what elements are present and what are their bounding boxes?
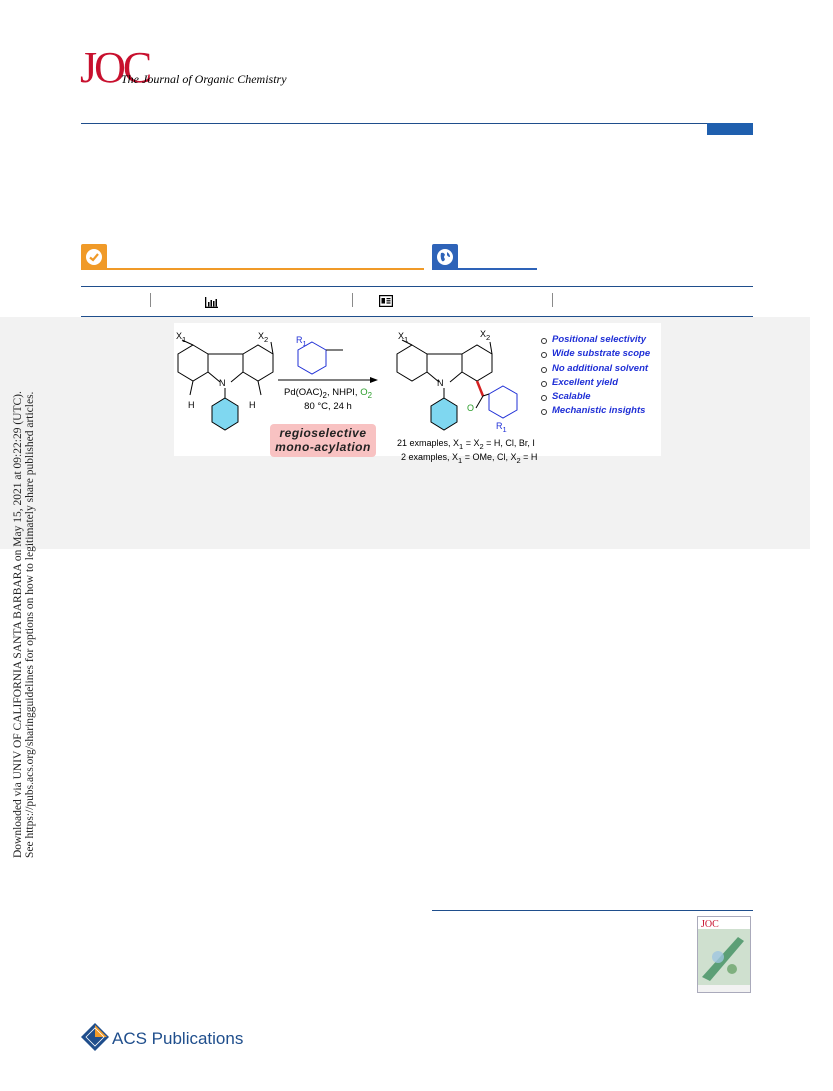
feature-bullet [541, 367, 547, 373]
arrow-head [370, 377, 378, 383]
feature-item: Positional selectivity [552, 334, 646, 345]
feature-bullet [541, 338, 547, 344]
cover-image: JOC [698, 917, 750, 992]
regio-line2: mono-acylation [275, 440, 371, 454]
reactant-h-label: H [188, 400, 195, 410]
feature-bullet [541, 409, 547, 415]
graphical-abstract [174, 323, 661, 456]
aryl-bond [482, 393, 490, 397]
product-x1-label: X1 [398, 331, 409, 344]
reactant-n-label: N [219, 378, 226, 388]
feature-item: Wide substrate scope [552, 348, 651, 359]
metrics-bottom-rule [81, 316, 753, 317]
globe-icon [437, 249, 453, 265]
pyridine-ring [211, 397, 239, 431]
feature-item: Excellent yield [552, 377, 619, 388]
conditions-line2: 80 °C, 24 h [304, 401, 352, 412]
regio-line1: regioselective [279, 426, 367, 440]
access-rule [81, 268, 424, 270]
metrics-top-rule [81, 286, 753, 287]
reactant-structure [177, 339, 274, 398]
feature-item: No additional solvent [552, 363, 649, 374]
metrics-chart-icon[interactable] [205, 295, 218, 313]
examples-line2: 2 examples, X1 = OMe, Cl, X2 = H [401, 452, 538, 465]
globe-badge[interactable] [432, 244, 458, 270]
new-bond [475, 380, 485, 397]
product-structure [396, 339, 493, 398]
feature-item: Mechanistic insights [552, 405, 646, 416]
header-rule [81, 123, 753, 124]
download-note-line1: Downloaded via UNIV OF CALIFORNIA SANTA … [12, 391, 24, 858]
article-recommendations-icon[interactable] [379, 294, 394, 312]
checkmark-icon [86, 249, 102, 265]
download-note: Downloaded via UNIV OF CALIFORNIA SANTA … [12, 298, 36, 858]
carbonyl-bond [475, 395, 484, 409]
download-note-line2: See https://pubs.acs.org/sharingguidelin… [24, 391, 36, 858]
reactant-h-label: H [249, 400, 256, 410]
pyridine-ring [430, 397, 458, 431]
product-r1-label: R1 [496, 421, 507, 434]
feature-bullet [541, 395, 547, 401]
metrics-separator [352, 293, 353, 307]
reaction-scheme [177, 339, 518, 431]
feature-bullet [541, 381, 547, 387]
article-type-tab [707, 123, 753, 135]
conditions-line1: Pd(OAC)2, NHPI, O2 [283, 387, 372, 400]
product-x2-label: X2 [480, 329, 491, 342]
acs-logo-icon [80, 1022, 110, 1057]
product-n-label: N [437, 378, 444, 388]
aryl-ring [488, 385, 518, 419]
open-access-rule [432, 268, 537, 270]
reagent-r1-label: R1 [296, 335, 307, 348]
journal-cover-thumbnail[interactable]: JOC [697, 916, 751, 993]
feature-bullet [541, 352, 547, 358]
reactant-x1-label: X1 [176, 331, 187, 344]
checkmark-badge[interactable] [81, 244, 107, 270]
journal-logo: JOC [80, 43, 152, 92]
svg-text:JOC: JOC [701, 919, 719, 930]
regioselective-box [270, 424, 376, 457]
journal-title: The Journal of Organic Chemistry [121, 72, 287, 86]
reactant-x2-label: X2 [258, 331, 269, 344]
examples-line1: 21 exmaples, X1 = X2 = H, Cl, Br, I [397, 438, 535, 451]
publisher-name: ACS Publications [112, 1029, 244, 1048]
product-o-label: O [467, 403, 475, 413]
metrics-separator [552, 293, 553, 307]
footer-rule [432, 910, 753, 911]
metrics-separator [150, 293, 151, 307]
feature-item: Scalable [552, 391, 591, 402]
